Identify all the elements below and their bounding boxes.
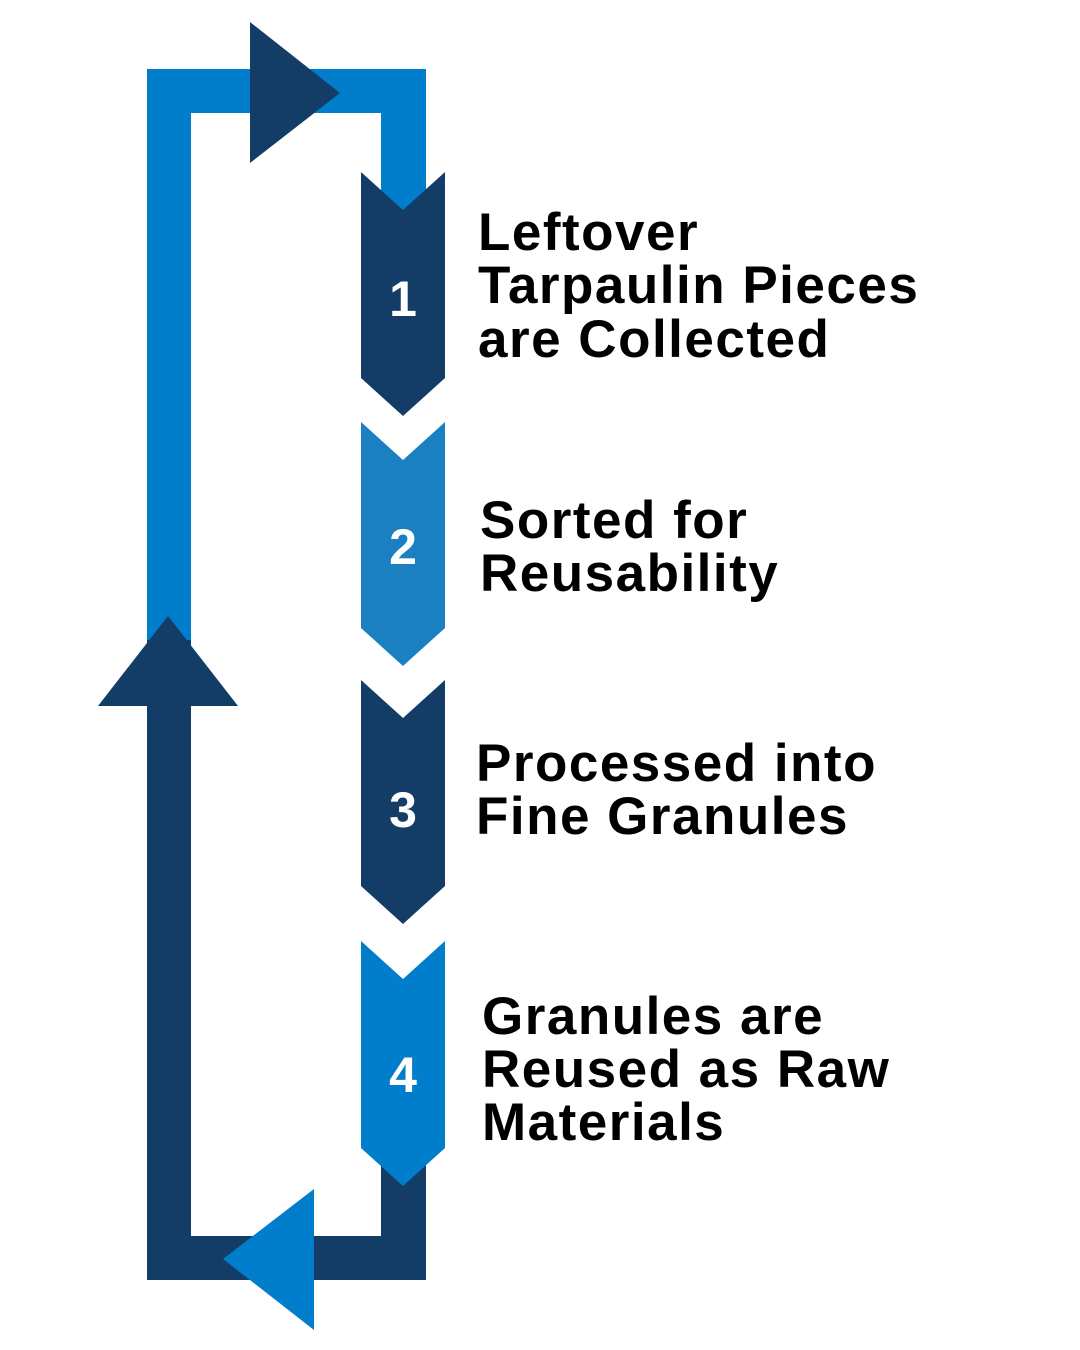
step-label: Granules are Reused as Raw Materials bbox=[482, 987, 907, 1152]
loop-top-blue bbox=[147, 69, 426, 640]
step-chevron bbox=[361, 422, 445, 666]
step-chevron bbox=[361, 172, 445, 416]
arrow-left-icon bbox=[223, 1189, 314, 1330]
step-chevron bbox=[361, 680, 445, 924]
step-2: 2 Sorted for Reusability bbox=[361, 422, 779, 666]
step-4: 4 Granules are Reused as Raw Materials bbox=[361, 941, 907, 1186]
step-label: Sorted for Reusability bbox=[480, 491, 779, 603]
arrow-up-icon bbox=[98, 616, 238, 706]
step-number: 4 bbox=[389, 1047, 417, 1103]
step-3: 3 Processed into Fine Granules bbox=[361, 680, 893, 924]
step-chevron bbox=[361, 941, 445, 1186]
step-number: 3 bbox=[389, 782, 417, 838]
step-number: 2 bbox=[389, 519, 417, 575]
step-label: Leftover Tarpaulin Pieces are Collected bbox=[478, 203, 936, 369]
step-number: 1 bbox=[389, 271, 417, 327]
step-label: Processed into Fine Granules bbox=[476, 734, 893, 846]
arrow-right-icon bbox=[250, 22, 340, 163]
cycle-loop bbox=[98, 22, 426, 1330]
step-1: 1 Leftover Tarpaulin Pieces are Collecte… bbox=[361, 172, 936, 416]
